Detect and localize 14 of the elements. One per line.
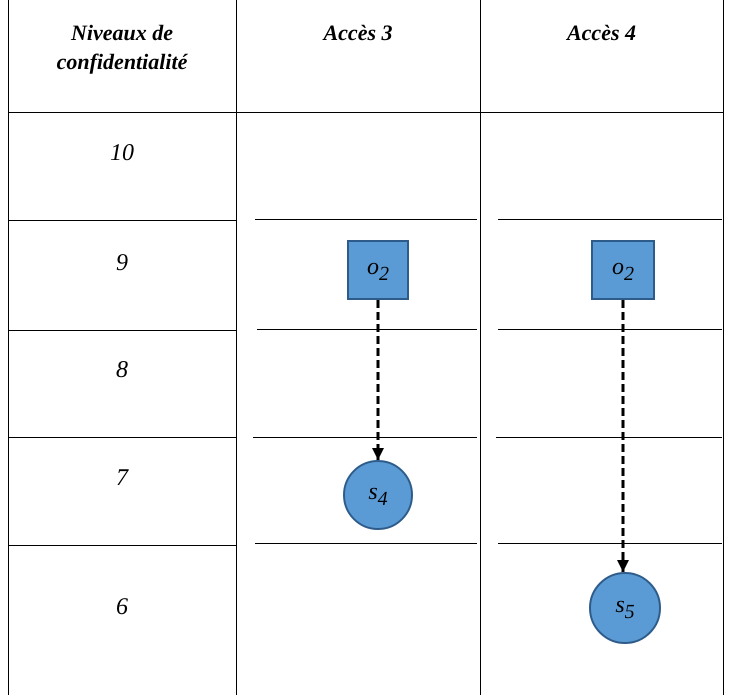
level-number: 10: [109, 139, 135, 168]
level-number: 7: [115, 464, 130, 493]
column-header: Niveaux de confidentialité: [56, 19, 189, 76]
subject-circle: s$_{4}$: [343, 460, 413, 530]
column-header: Accès 4: [564, 19, 638, 47]
level-number: 8: [115, 356, 129, 385]
level-number: 6: [115, 593, 129, 622]
level-number: 9: [115, 249, 129, 278]
object-square: o$_{2}$: [347, 240, 409, 300]
column-header: Accès 3: [321, 19, 394, 47]
subject-circle: s$_{5}$: [589, 572, 661, 644]
object-square: o$_{2}$: [591, 240, 655, 300]
arrow: [372, 300, 384, 460]
arrow: [617, 300, 629, 572]
